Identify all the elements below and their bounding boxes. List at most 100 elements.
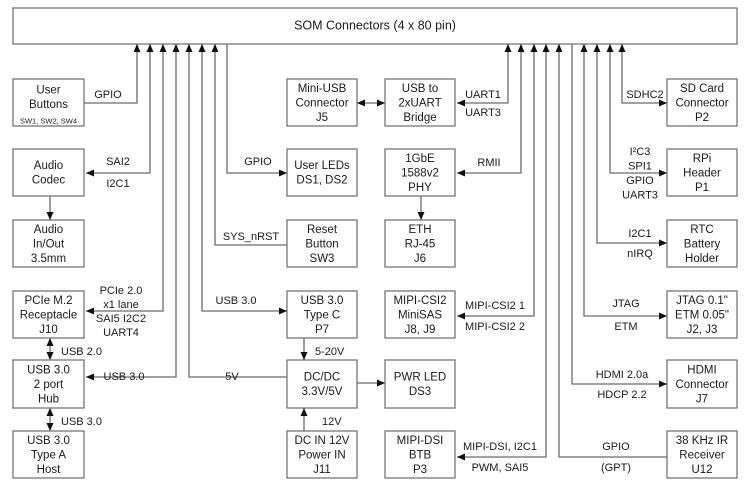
arrowhead-icon: [659, 99, 667, 107]
label-rmii: RMII: [477, 157, 500, 169]
wire-mipi-dsi: [457, 44, 547, 458]
label-hdmi: HDMI 2.0a: [596, 369, 649, 381]
hdmi-block-label: HDMI: [687, 364, 716, 376]
reset-button-block-box: [286, 219, 358, 268]
rtc-block-label: Holder: [685, 253, 719, 265]
dcdc-block-box: [286, 359, 358, 409]
ethernet-rj45-block-label: RJ-45: [405, 238, 436, 250]
mipi-csi-block-label: MiniSAS: [398, 309, 442, 321]
label-pcie: PCIe 2.0: [100, 285, 143, 297]
arrowhead-icon: [659, 239, 667, 247]
mipi-csi-block-box: [384, 290, 456, 339]
usb-uart-bridge-block-label: Bridge: [403, 112, 436, 124]
user-buttons-switches: SW1, SW2, SW4: [20, 117, 77, 126]
wire-sdhc2: [621, 44, 667, 104]
label-rtc-nirq: nIRQ: [627, 248, 653, 260]
dc-in-block-box: [286, 430, 358, 479]
label-rpi-signals: I²C3: [630, 146, 651, 158]
wire-rmii: [457, 44, 522, 174]
ethernet-phy-block-label: PHY: [408, 182, 432, 194]
label-ir-gpt: (GPT): [601, 462, 631, 474]
mini-usb-block-box: [286, 78, 358, 127]
wire-pcie: [86, 44, 164, 312]
arrowhead-icon: [530, 44, 538, 52]
label-i2c1-audio: I2C1: [106, 178, 129, 190]
rpi-header-block-label: P1: [695, 182, 709, 194]
arrowhead-icon: [46, 408, 54, 416]
dcdc-block-label: 3.3V/5V: [302, 386, 343, 398]
usb-uart-bridge-block-label: USB to: [402, 83, 438, 95]
usb-type-a-block-label: USB 3.0: [27, 435, 70, 447]
rpi-header-block-label: Header: [683, 167, 721, 179]
rtc-block-box: [666, 219, 738, 268]
sd-card-block-label: P2: [695, 112, 709, 124]
label-ir-gpio: GPIO: [602, 441, 630, 453]
ir-receiver-block-label: 38 KHz IR: [676, 435, 728, 447]
mipi-csi-block-label: J8, J9: [405, 324, 436, 336]
hdmi-block-label: Connector: [675, 379, 728, 391]
wire-hdmi: [571, 44, 667, 385]
pcie-m2-block-box: [12, 290, 85, 339]
arrowhead-icon: [377, 379, 385, 387]
ethernet-rj45-block-box: [384, 219, 456, 268]
som-connectors-block: [12, 7, 738, 45]
arrowhead-icon: [417, 212, 425, 220]
audio-codec-block-label: Codec: [32, 175, 65, 187]
ethernet-phy-block-label: 1GbE: [405, 153, 435, 165]
dcdc-block-label: DC/DC: [304, 372, 340, 384]
rpi-header-block-label: RPi: [693, 153, 712, 165]
arrowhead-icon: [86, 307, 94, 315]
ethernet-rj45-block-label: J6: [414, 253, 426, 265]
sd-card-block-label: SD Card: [680, 83, 724, 95]
arrowhead-icon: [659, 169, 667, 177]
arrowhead-icon: [211, 44, 219, 52]
rtc-block-label: RTC: [690, 224, 713, 236]
label-usb30-hub: USB 3.0: [104, 371, 145, 383]
usb-type-c-block-box: [286, 290, 358, 339]
hdmi-block-box: [666, 359, 738, 409]
ir-receiver-block-box: [666, 430, 738, 479]
dc-in-block-label: J11: [313, 464, 331, 476]
user-buttons-block-box: [12, 78, 85, 127]
wire-mipi-csi: [457, 44, 535, 317]
user-leds-block-label: User LEDs: [294, 160, 350, 172]
audio-codec-block-label: Audio: [34, 160, 63, 172]
mipi-dsi-block-label: BTB: [409, 449, 432, 461]
pwr-led-block-label: PWR LED: [394, 372, 446, 384]
audio-io-block-label: Audio: [34, 224, 63, 236]
audio-io-block-label: In/Out: [33, 238, 65, 250]
label-usb20: USB 2.0: [61, 346, 102, 358]
sd-card-block-box: [666, 78, 738, 127]
jtag-block-label: J2, J3: [687, 324, 718, 336]
arrowhead-icon: [146, 44, 154, 52]
usb-type-a-block-label: Host: [37, 464, 61, 476]
arrowhead-icon: [279, 307, 287, 315]
arrowhead-icon: [172, 44, 180, 52]
audio-codec-block-box: [12, 148, 85, 197]
label-5-20v: 5-20V: [315, 346, 345, 358]
label-mipi-csi2-1: MIPI-CSI2 1: [465, 300, 525, 312]
mipi-dsi-block-box: [384, 430, 456, 479]
arrowhead-icon: [606, 44, 614, 52]
usb-type-a-block-label: Type A: [31, 449, 66, 461]
arrowhead-icon: [555, 44, 563, 52]
arrowhead-icon: [659, 312, 667, 320]
label-sai2: SAI2: [106, 156, 130, 168]
arrowhead-icon: [659, 380, 667, 388]
dcdc-block: DC/DC 3.3V/5V: [286, 359, 358, 409]
